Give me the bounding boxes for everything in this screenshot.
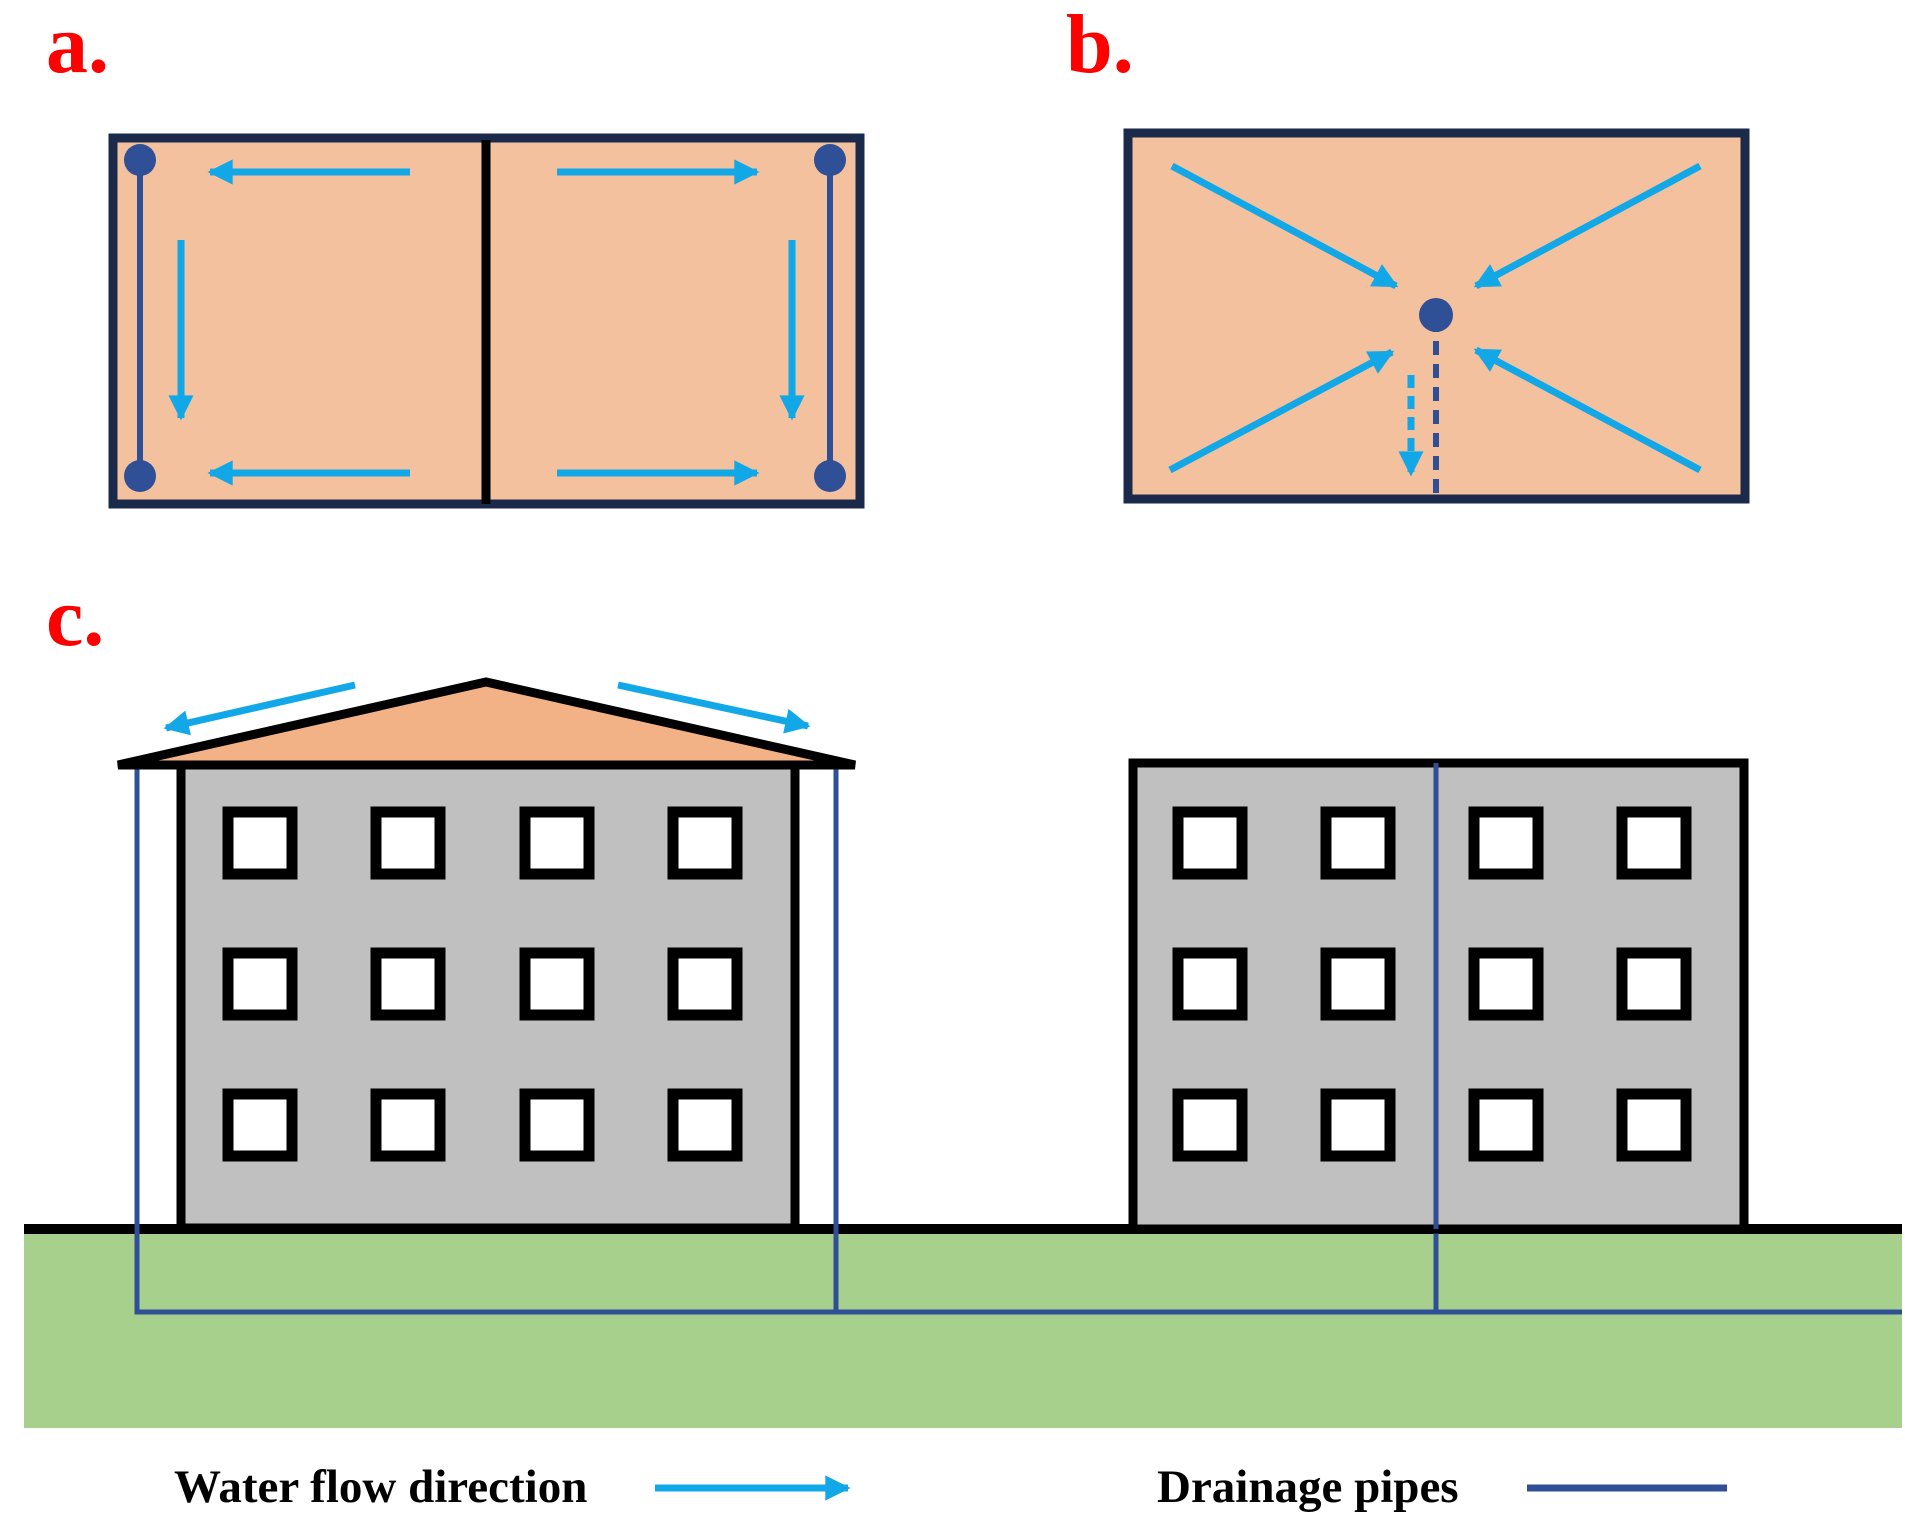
drain-outlet-icon [814, 144, 846, 176]
panel-label-a: a. [46, 0, 109, 91]
panel-c-elevation [24, 677, 1902, 1428]
window-left-building [519, 947, 595, 1021]
window-right-building [1320, 1088, 1396, 1162]
window-right-building [1468, 1088, 1544, 1162]
panel-b-roof-plan [1123, 128, 1750, 504]
window-left-building [519, 1088, 595, 1162]
panel-label-b: b. [1066, 0, 1134, 91]
panel-label-c: c. [46, 571, 104, 664]
window-right-building [1616, 806, 1692, 880]
window-left-building [370, 1088, 446, 1162]
drain-outlet-icon [124, 144, 156, 176]
flow-arrow-icon [163, 681, 356, 736]
window-left-building [370, 947, 446, 1021]
window-left-building [667, 947, 743, 1021]
legend-flow-label: Water flow direction [174, 1461, 587, 1513]
window-right-building [1172, 806, 1248, 880]
flow-arrow-icon [1168, 348, 1395, 474]
window-right-building [1320, 947, 1396, 1021]
window-right-building [1616, 1088, 1692, 1162]
window-right-building [1468, 947, 1544, 1021]
flow-arrow-icon [1473, 346, 1702, 474]
window-left-building [667, 806, 743, 880]
window-right-building [1468, 806, 1544, 880]
window-left-building [370, 806, 446, 880]
window-left-building [222, 806, 298, 880]
drain-outlet-icon [814, 460, 846, 492]
panel-a-roof-plan [108, 133, 865, 509]
flow-arrow-icon [617, 681, 811, 734]
ground [24, 1229, 1902, 1428]
window-right-building [1172, 947, 1248, 1021]
window-left-building [667, 1088, 743, 1162]
legend: Water flow direction Drainage pipes [174, 1461, 1727, 1513]
window-right-building [1320, 806, 1396, 880]
pitched-roof [117, 677, 856, 770]
window-left-building [222, 1088, 298, 1162]
drain-outlet-icon [1419, 298, 1453, 332]
flow-arrow-icon [1473, 162, 1702, 290]
legend-pipe-label: Drainage pipes [1157, 1461, 1459, 1513]
window-left-building [222, 947, 298, 1021]
window-right-building [1172, 1088, 1248, 1162]
drain-outlet-icon [124, 460, 156, 492]
window-right-building [1616, 947, 1692, 1021]
flow-arrow-icon [1170, 162, 1399, 290]
drainage-pipe-main [134, 766, 1902, 1315]
window-left-building [519, 806, 595, 880]
